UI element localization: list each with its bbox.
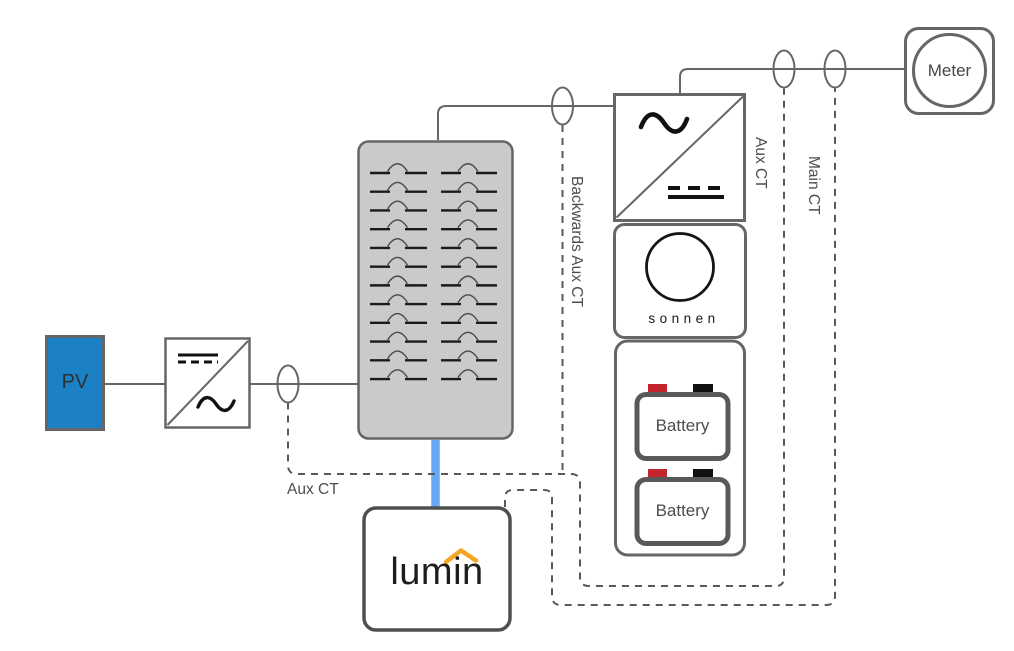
battery-top (634, 384, 731, 461)
dc-symbol-icon (668, 186, 724, 199)
inverter-diagonal (166, 340, 249, 426)
battery-body (634, 477, 731, 546)
pv-inverter (164, 337, 251, 429)
meter-dial-icon (912, 33, 987, 108)
breaker-arc-icon (457, 331, 479, 341)
wire-panel-to-sonnen (437, 105, 614, 140)
breaker-row (370, 331, 497, 343)
breaker-row (370, 237, 497, 250)
breaker-arc-icon (457, 163, 479, 172)
pv-label: PV (61, 371, 89, 393)
ct-leads (287, 88, 836, 606)
breaker-arc-icon (457, 181, 479, 191)
battery-enclosure (614, 339, 746, 557)
ct-main-icon (823, 49, 847, 89)
ct-pv-aux-icon (276, 364, 300, 404)
breaker-row (370, 350, 497, 362)
sonnen-inverter-diagonal (615, 95, 744, 219)
battery-top-label: Battery (655, 416, 710, 435)
ct-sensors (276, 49, 847, 404)
battery-bottom-label: Battery (655, 501, 710, 520)
backwards-aux-ct-label: Backwards Aux CT (568, 176, 585, 307)
breaker-arc-icon (457, 237, 479, 247)
breaker-symbols (370, 163, 497, 381)
ac-sine-icon (196, 395, 236, 413)
ct-aux-icon (772, 49, 796, 89)
aux-ct-label: Aux CT (752, 137, 769, 189)
lumin-box (362, 506, 512, 632)
battery-bottom (634, 469, 731, 546)
lumin-controller (362, 506, 512, 632)
breaker-arc-icon (386, 312, 409, 322)
lumin-logo-text: lumin (390, 551, 484, 593)
breaker-arc-icon (457, 200, 479, 210)
breaker-arc-icon (457, 312, 479, 322)
breaker-arc-icon (457, 256, 479, 266)
breaker-arc-icon (457, 275, 479, 285)
dc-symbol-icon (178, 353, 218, 364)
pv-rect (45, 335, 105, 431)
ac-sine-icon (638, 112, 690, 134)
breaker-row (370, 312, 497, 325)
ac-wires (104, 68, 905, 385)
ct-backwards-aux-icon (551, 86, 574, 126)
breaker-row (370, 200, 497, 212)
sonnen-logo-box (613, 223, 747, 339)
battery-body (634, 392, 731, 461)
breaker-arc-icon (386, 256, 409, 266)
breaker-arc-icon (386, 163, 409, 172)
breaker-arc-icon (386, 294, 409, 303)
breaker-arc-icon (457, 350, 479, 360)
aux-ct-pv-label: Aux CT (287, 481, 339, 498)
breaker-arc-icon (386, 350, 409, 360)
aux-ct-lead-run (287, 88, 785, 587)
breaker-arc-icon (386, 181, 409, 191)
main-ct-lead-run (504, 88, 836, 606)
breaker-arc-icon (386, 200, 409, 210)
main-ct-label: Main CT (805, 156, 822, 215)
lumin-roof-icon (443, 548, 479, 565)
breaker-arc-icon (386, 331, 409, 341)
breaker-row (370, 275, 497, 287)
sonnen-inverter (613, 93, 746, 222)
breaker-arc-icon (457, 369, 479, 378)
sonnen-circle-icon (645, 232, 715, 302)
wire-sonnen-to-meter (679, 68, 905, 94)
sonnen-logo-text: sonnen (648, 311, 720, 326)
breaker-panel (357, 140, 514, 440)
pv-module (45, 335, 105, 431)
breaker-arc-icon (386, 369, 409, 378)
breaker-panel-box (357, 140, 514, 440)
breaker-arc-icon (386, 275, 409, 285)
breaker-row (370, 256, 497, 268)
breaker-row (370, 181, 497, 193)
breaker-row (370, 369, 497, 381)
breaker-arc-icon (386, 219, 409, 229)
breaker-arc-icon (386, 237, 409, 247)
breaker-arc-icon (457, 219, 479, 229)
breaker-row (370, 294, 497, 306)
breaker-row (370, 219, 497, 231)
utility-meter (904, 27, 995, 115)
meter-label: Meter (927, 61, 972, 80)
breaker-arc-icon (457, 294, 479, 303)
breaker-row (370, 163, 497, 175)
